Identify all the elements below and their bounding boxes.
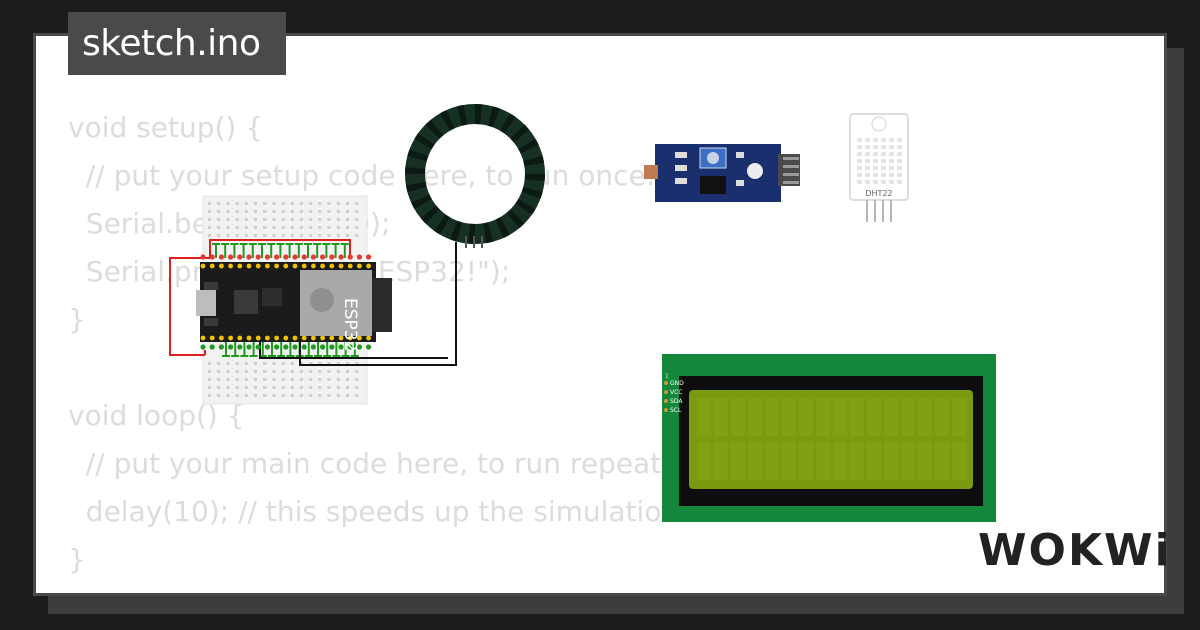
lcd-pin-scl: SCL (670, 407, 682, 414)
code-line: } (68, 303, 86, 336)
lcd-pin1-label: 1 (665, 373, 669, 380)
photoresistor-module[interactable] (644, 144, 800, 202)
esp32-label: ESP32 (340, 298, 360, 351)
lcd-pin-sda: SDA (670, 398, 683, 405)
wires-red (169, 239, 351, 356)
esp32-board[interactable]: ESP32 (196, 254, 392, 351)
neopixel-ring[interactable] (405, 104, 545, 248)
lcd-display[interactable]: 1 GND VCC SDA SCL (662, 354, 996, 522)
lcd-pin-gnd: GND (670, 380, 684, 387)
code-line: } (68, 543, 86, 576)
wokwi-logo: WOKWi (978, 525, 1172, 576)
lcd-pin-vcc: VCC (670, 389, 682, 396)
lcd-pin-labels: GND VCC SDA SCL (664, 380, 684, 414)
dht22-sensor[interactable]: DHT22 (849, 113, 909, 222)
wires-green (212, 243, 359, 357)
code-line: delay(10); // this speeds up the simulat… (68, 495, 680, 528)
dht22-label: DHT22 (865, 189, 892, 198)
file-tab[interactable]: sketch.ino (68, 12, 286, 75)
code-line: void setup() { (68, 111, 264, 144)
